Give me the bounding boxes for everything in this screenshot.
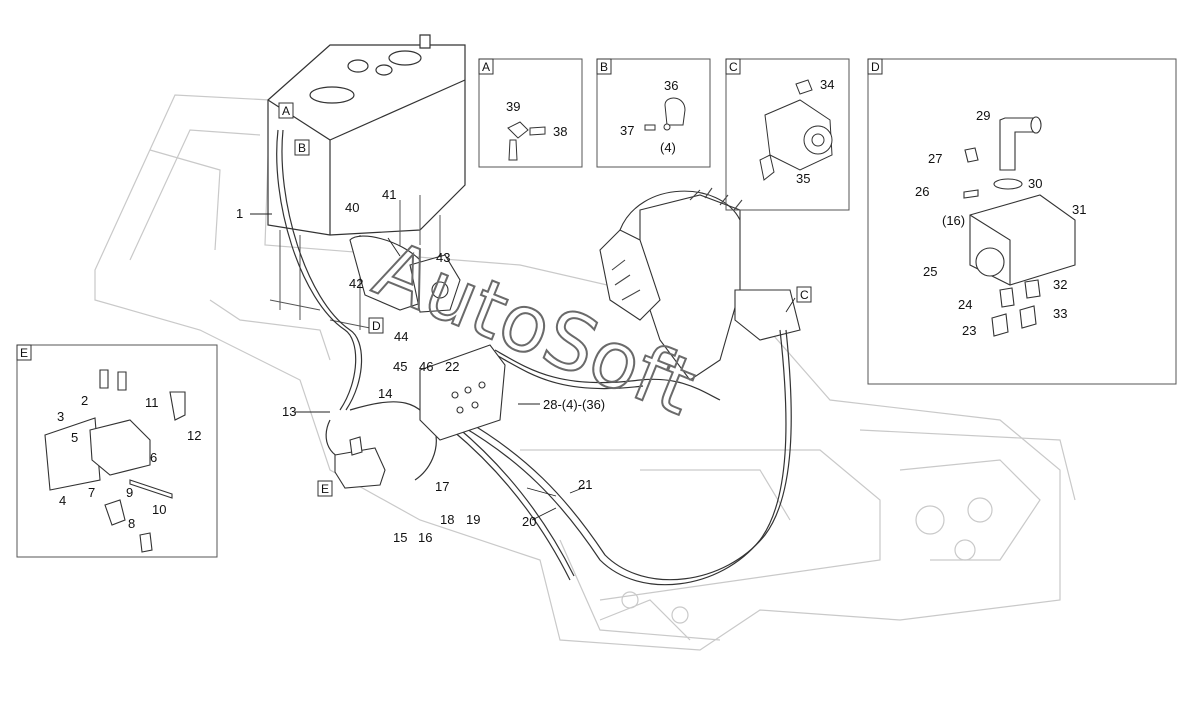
part-36: 36 xyxy=(664,78,678,93)
part-17: 17 xyxy=(435,479,449,494)
part-34: 34 xyxy=(820,77,834,92)
detail-box-c: C 34 35 xyxy=(725,58,850,211)
main-part-labels: 1 40 41 43 42 44 45 46 22 14 13 28-(4)-(… xyxy=(236,187,605,545)
part-20: 20 xyxy=(522,514,536,529)
part-21: 21 xyxy=(578,477,592,492)
part-11: 11 xyxy=(145,395,159,410)
part-29: 29 xyxy=(976,108,990,123)
part-9: 9 xyxy=(126,485,133,500)
part-8: 8 xyxy=(128,516,135,531)
box-c-tag: C xyxy=(729,60,738,74)
part-12: 12 xyxy=(187,428,201,443)
part-24: 24 xyxy=(958,297,972,312)
part-46: 46 xyxy=(419,359,433,374)
part-13: 13 xyxy=(282,404,296,419)
hydraulic-tank xyxy=(267,34,466,236)
part-37: 37 xyxy=(620,123,634,138)
part-31: 31 xyxy=(1072,202,1086,217)
part-16: 16 xyxy=(418,530,432,545)
part-2: 2 xyxy=(81,393,88,408)
part-5: 5 xyxy=(71,430,78,445)
part-41: 41 xyxy=(382,187,396,202)
box-d-quantity: (16) xyxy=(942,213,965,228)
part-39: 39 xyxy=(506,99,520,114)
part-35: 35 xyxy=(796,171,810,186)
box-a-tag: A xyxy=(482,60,490,74)
part-18: 18 xyxy=(440,512,454,527)
part-40: 40 xyxy=(345,200,359,215)
pump-assembly xyxy=(349,235,461,313)
detail-box-d: D 29 27 30 26 (16) 31 25 32 24 33 23 xyxy=(867,58,1177,385)
callout-c: C xyxy=(800,288,809,302)
part-28-callout: 28-(4)-(36) xyxy=(543,397,605,412)
part-6: 6 xyxy=(150,450,157,465)
part-26: 26 xyxy=(915,184,929,199)
part-7: 7 xyxy=(88,485,95,500)
part-15: 15 xyxy=(393,530,407,545)
detail-box-b: B 36 37 (4) xyxy=(596,58,711,168)
box-b-quantity: (4) xyxy=(660,140,676,155)
callout-b: B xyxy=(298,141,306,155)
part-33: 33 xyxy=(1053,306,1067,321)
part-25: 25 xyxy=(923,264,937,279)
part-22: 22 xyxy=(445,359,459,374)
box-e-tag: E xyxy=(20,346,28,360)
part-10: 10 xyxy=(152,502,166,517)
detail-box-e: E 2 11 3 12 5 6 5 4 7 9 10 8 xyxy=(16,344,218,558)
part-14: 14 xyxy=(378,386,392,401)
part-30: 30 xyxy=(1028,176,1042,191)
part-19: 19 xyxy=(466,512,480,527)
detail-box-a: A 39 38 xyxy=(478,58,583,168)
callout-a: A xyxy=(282,104,290,118)
valve-e xyxy=(334,436,386,489)
callout-d: D xyxy=(372,319,381,333)
manifold-block xyxy=(419,344,506,441)
box-d-tag: D xyxy=(871,60,880,74)
part-45: 45 xyxy=(393,359,407,374)
part-1: 1 xyxy=(236,206,243,221)
part-4: 4 xyxy=(59,493,66,508)
part-44: 44 xyxy=(394,329,408,344)
leader-lines xyxy=(250,213,796,521)
chassis-frame xyxy=(94,94,1076,651)
main-callout-tags: A B D C E xyxy=(278,102,812,497)
box-b-tag: B xyxy=(600,60,608,74)
part-38: 38 xyxy=(553,124,567,139)
control-valve-assembly xyxy=(599,187,801,381)
callout-e: E xyxy=(321,482,329,496)
hydraulic-hoses xyxy=(276,129,792,586)
part-42: 42 xyxy=(349,276,363,291)
part-27: 27 xyxy=(928,151,942,166)
part-23: 23 xyxy=(962,323,976,338)
part-32: 32 xyxy=(1053,277,1067,292)
part-43: 43 xyxy=(436,250,450,265)
part-3: 3 xyxy=(57,409,64,424)
